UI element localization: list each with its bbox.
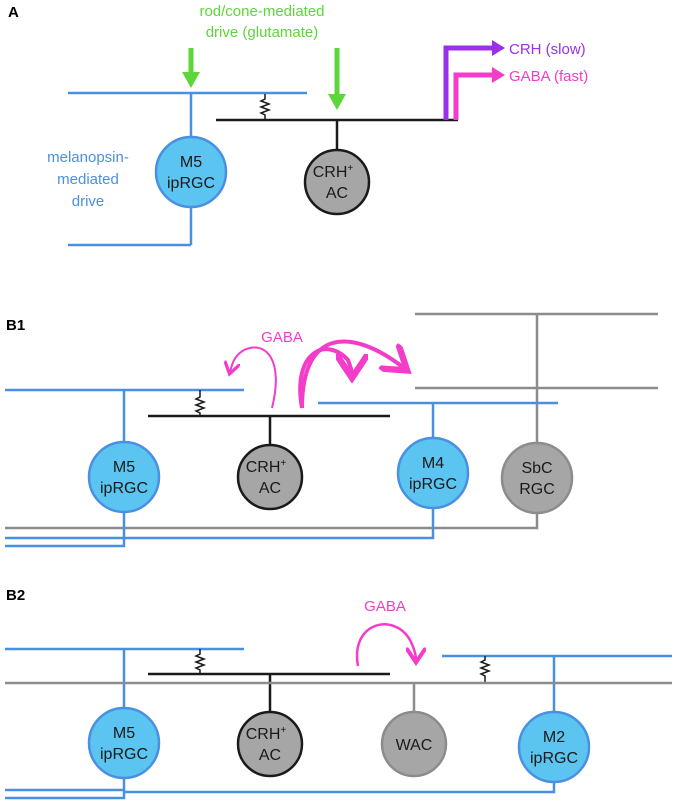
b1-gap-junction-icon [193, 390, 207, 416]
b1-m4-iprgc-soma [396, 436, 470, 510]
b1-m4-label-line2: ipRGC [409, 476, 457, 493]
gap-junction-icon [258, 94, 272, 120]
rod-cone-label-line1: rod/cone-mediated [199, 3, 324, 20]
output-crh-label: CRH (slow) [509, 41, 586, 58]
panel-a: A rod/cone-mediated drive (glutamate) CR… [8, 3, 588, 247]
melanopsin-label-line3: drive [72, 193, 105, 210]
m5-label-line2: ipRGC [167, 175, 215, 192]
b2-crh-ac-soma [236, 710, 304, 778]
b2-m5-label-line2: ipRGC [100, 746, 148, 763]
panel-a-label: A [8, 4, 19, 21]
b1-crh-ac-soma [236, 443, 304, 511]
b2-gaba-arrow [355, 623, 416, 667]
b1-m5-label-line1: M5 [113, 459, 135, 476]
crh-ac-soma [303, 148, 371, 216]
b1-crh-label-line1: CRH+ [246, 458, 287, 476]
b1-m5-axon [5, 512, 126, 548]
b2-wac-label: WAC [396, 737, 433, 754]
crh-label-line1: CRH+ [313, 163, 354, 181]
b1-crh-label-line2: AC [259, 480, 281, 497]
crh-output-arrowhead-icon [492, 40, 505, 56]
b2-wac-soma [380, 710, 448, 778]
b2-gaba-label: GABA [364, 598, 406, 615]
panel-b2-label: B2 [6, 587, 25, 604]
b2-crh-label-line1: CRH+ [246, 725, 287, 743]
crh-label-line2: AC [326, 185, 348, 202]
glutamate-arrow-m5 [182, 48, 200, 88]
b2-m2-label-line2: ipRGC [530, 750, 578, 767]
b1-sbc-label-line2: RGC [519, 481, 555, 498]
b1-sbc-label-line1: SbC [521, 460, 552, 477]
m5-iprgc-soma [154, 135, 228, 209]
b1-gaba-arrow-m4 [298, 347, 352, 409]
crh-output-arrow [443, 45, 496, 120]
b2-m2-label-line1: M2 [543, 729, 565, 746]
b1-gaba-arrow-sbc [300, 339, 404, 409]
b1-m5-iprgc-soma [87, 440, 161, 514]
b1-m4-label-line1: M4 [422, 455, 444, 472]
gaba-output-arrow [453, 72, 496, 120]
b2-m2-axon [5, 782, 556, 800]
m5-label-line1: M5 [180, 154, 202, 171]
b2-gap-junction-left-icon [193, 649, 207, 674]
b1-m5-label-line2: ipRGC [100, 480, 148, 497]
b1-gaba-label: GABA [261, 329, 303, 346]
b1-m4-axon [5, 508, 435, 540]
b1-gaba-arrow-left [230, 346, 277, 409]
rod-cone-label-line2: drive (glutamate) [206, 24, 319, 41]
panel-b2: B2 GABA M5 ipRGC CRH+ AC WAC [5, 587, 672, 800]
b2-gap-junction-right-icon [478, 656, 492, 683]
b2-m2-iprgc-soma [517, 710, 591, 784]
b2-crh-label-line2: AC [259, 747, 281, 764]
panel-b1-label: B1 [6, 317, 25, 334]
output-gaba-label: GABA (fast) [509, 68, 588, 85]
b2-m5-iprgc-soma [87, 706, 161, 780]
melanopsin-label-line2: mediated [57, 171, 119, 188]
b1-sbc-axon [5, 512, 539, 530]
gaba-output-arrowhead-icon [492, 67, 505, 83]
b1-sbc-rgc-soma [500, 441, 574, 515]
panel-b1: B1 GABA M5 ipRGC CRH+ AC [5, 312, 658, 548]
glutamate-arrow-crh [328, 48, 346, 110]
b2-m5-label-line1: M5 [113, 725, 135, 742]
melanopsin-label-line1: melanopsin- [47, 149, 129, 166]
b2-m5-axon [5, 778, 126, 792]
